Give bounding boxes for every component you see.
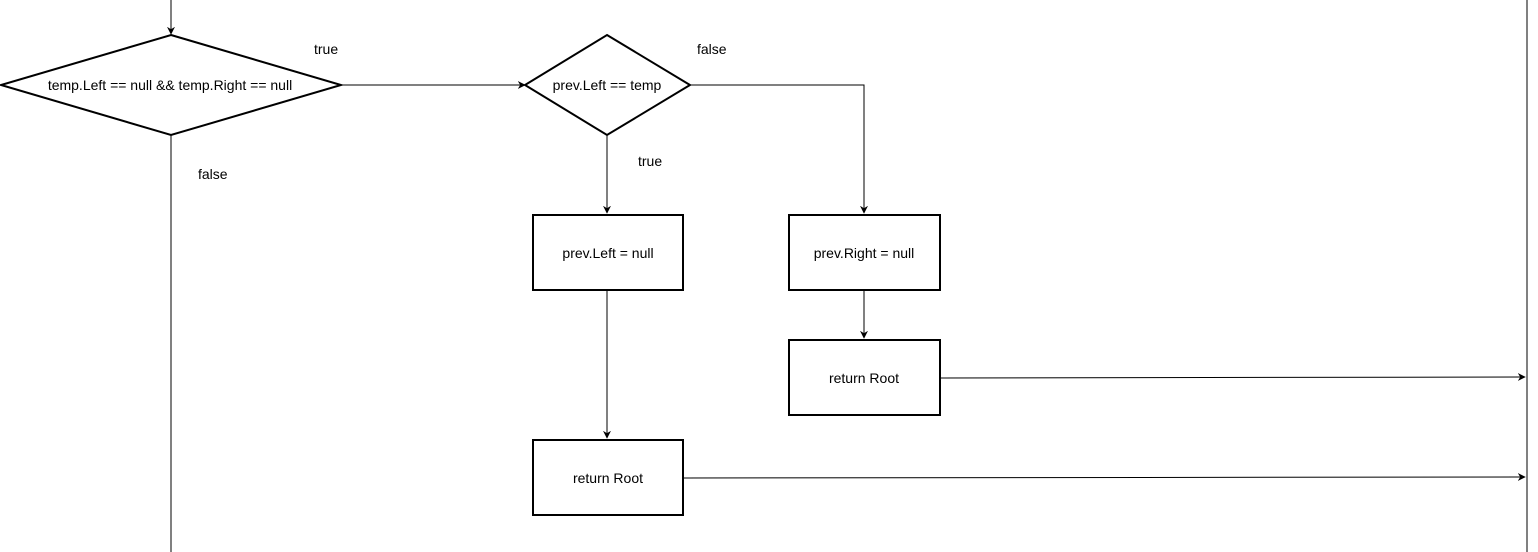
decision-prev-left-label: prev.Left == temp bbox=[553, 77, 662, 93]
edge-label-leaf-false: false bbox=[198, 166, 228, 182]
process-prev-right-shape bbox=[788, 214, 941, 291]
decision-prev-left-shape bbox=[523, 33, 692, 137]
process-prev-left-null[interactable]: prev.Left = null bbox=[532, 214, 684, 291]
decision-prev-left-check[interactable]: prev.Left == temp bbox=[523, 33, 692, 137]
process-prev-left-shape bbox=[532, 214, 684, 291]
edge-label-prev-false: false bbox=[697, 41, 727, 57]
edge-label-prev-true: true bbox=[638, 153, 662, 169]
edge-label-leaf-true: true bbox=[314, 41, 338, 57]
decision-leaf-check[interactable]: temp.Left == null && temp.Right == null bbox=[0, 33, 345, 137]
decision-leaf-shape bbox=[0, 33, 345, 137]
process-return-root-right-shape bbox=[788, 339, 941, 416]
edge-return-left-out bbox=[682, 473, 1526, 482]
edge-return-right-out bbox=[939, 373, 1526, 382]
edge-prev-false bbox=[690, 84, 868, 214]
process-prev-right-label: prev.Right = null bbox=[814, 245, 915, 261]
process-return-root-right-label: return Root bbox=[829, 370, 899, 386]
process-return-root-left-shape bbox=[532, 439, 684, 516]
process-return-root-left-label: return Root bbox=[573, 470, 643, 486]
process-prev-left-label: prev.Left = null bbox=[562, 245, 653, 261]
process-return-root-right[interactable]: return Root bbox=[788, 339, 941, 416]
edges bbox=[167, 0, 1528, 552]
process-prev-right-null[interactable]: prev.Right = null bbox=[788, 214, 941, 291]
edge-labels: true false false true bbox=[198, 41, 727, 182]
decision-leaf-label: temp.Left == null && temp.Right == null bbox=[48, 77, 292, 93]
nodes: temp.Left == null && temp.Right == null … bbox=[0, 33, 941, 516]
process-return-root-left[interactable]: return Root bbox=[532, 439, 684, 516]
